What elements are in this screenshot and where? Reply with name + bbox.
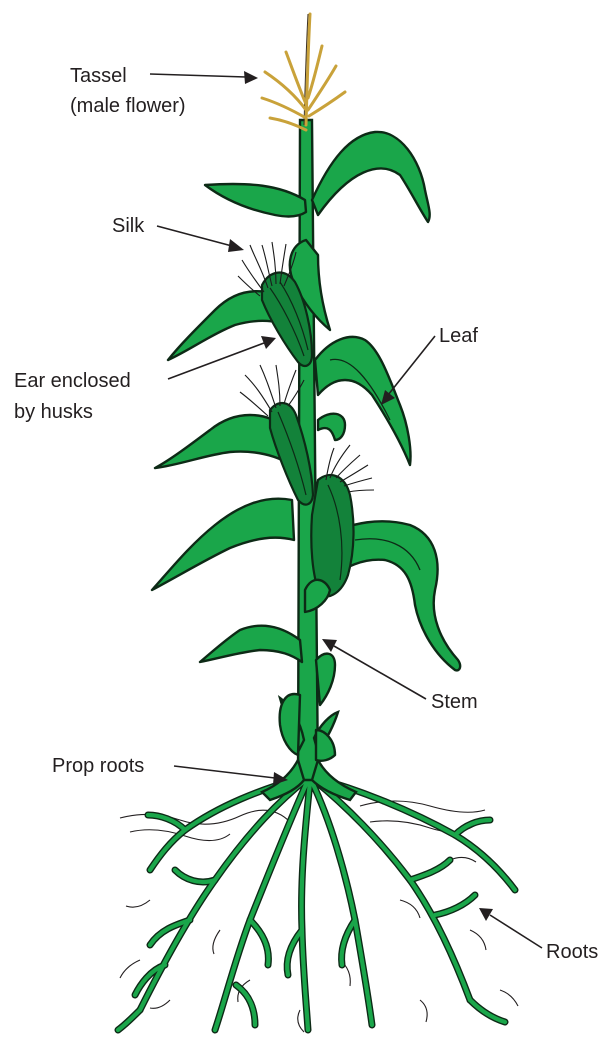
- root-branch: [312, 782, 372, 1025]
- leaf-upper-left: [205, 184, 306, 216]
- root-branch: [140, 778, 308, 1010]
- leaf-base-right: [316, 730, 335, 761]
- label-tassel: Tassel: [70, 65, 127, 87]
- label-roots: Roots: [546, 941, 598, 963]
- root-branch: [140, 778, 308, 1010]
- label-leaf: Leaf: [439, 325, 478, 347]
- root-branch: [314, 780, 470, 1000]
- root-outline: [118, 778, 515, 1030]
- label-ear: Ear enclosed: [14, 370, 131, 392]
- root-branch: [118, 1010, 140, 1030]
- label-ear-sub: by husks: [14, 401, 93, 423]
- root-branch: [314, 780, 470, 1000]
- leaf-upper-right: [312, 132, 430, 222]
- leaf-base-left: [280, 694, 300, 755]
- label-tassel-sub: (male flower): [70, 95, 186, 117]
- label-silk: Silk: [112, 215, 145, 237]
- label-prop-roots: Prop roots: [52, 755, 144, 777]
- root-fill: [118, 778, 515, 1030]
- leaf-left-3: [152, 499, 294, 590]
- root-branch: [312, 782, 372, 1025]
- leaf-right-big: [315, 337, 411, 465]
- ear-3: [311, 475, 353, 596]
- leaf-left-4: [200, 626, 302, 662]
- leaf-right-small: [318, 414, 345, 440]
- label-stem: Stem: [431, 691, 478, 713]
- tassel: [262, 14, 345, 130]
- leaf-right-4: [316, 654, 335, 705]
- roots: [118, 778, 515, 1030]
